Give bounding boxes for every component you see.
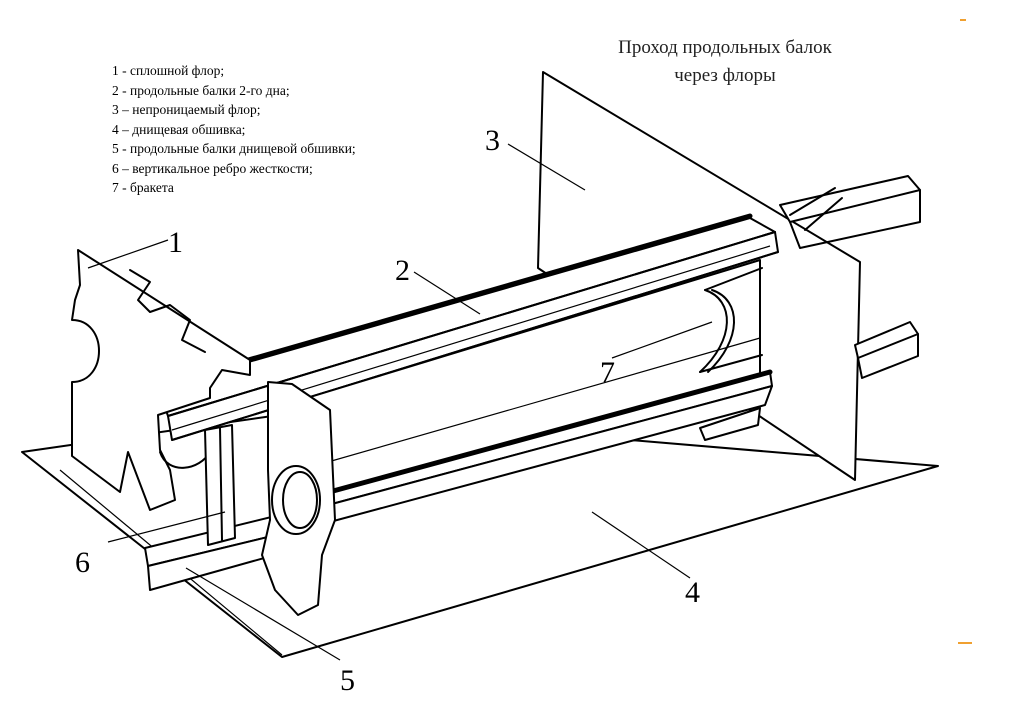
legend-item-2: 2 - продольные балки 2-го дна; [112, 82, 290, 98]
vertical-stiffener [204, 424, 236, 546]
legend-item-1: 1 - сплошной флор; [112, 63, 225, 78]
bracket [699, 267, 763, 373]
legend-item-7: 7 - бракета [112, 180, 174, 195]
legend-item-4: 4 – днищевая обшивка; [112, 121, 246, 137]
leader-lines [87, 143, 713, 661]
legend-item-5: 5 - продольные балки днищевой обшивки; [112, 141, 356, 156]
legend-item-6: 6 – вертикальное ребро жесткости; [112, 160, 313, 176]
title-line-1: Проход продольных балок [618, 37, 832, 58]
callout-1: 1 [168, 226, 183, 259]
callout-5: 5 [340, 664, 355, 697]
title-line-2: через флоры [674, 65, 776, 86]
longitudinals-behind-floor [779, 175, 921, 379]
solid-floor [71, 249, 251, 511]
callout-6: 6 [75, 546, 90, 579]
callout-3: 3 [485, 124, 500, 157]
callout-4: 4 [685, 576, 700, 609]
legend-item-3: 3 – непроницаемый флор; [112, 102, 261, 117]
callout-2: 2 [395, 254, 410, 287]
diagram-title: Проход продольных балок через флоры [560, 34, 890, 90]
bottom-longitudinal [144, 369, 773, 591]
callout-7: 7 [600, 356, 615, 389]
legend: 1 - сплошной флор; 2 - продольные балки … [112, 61, 356, 198]
front-floor-plate [261, 381, 336, 616]
